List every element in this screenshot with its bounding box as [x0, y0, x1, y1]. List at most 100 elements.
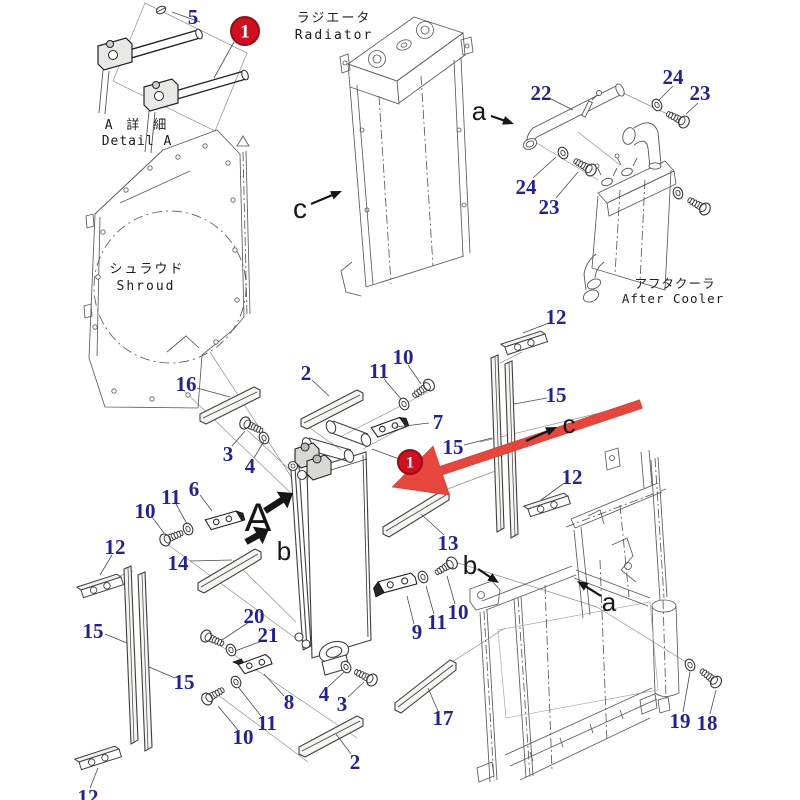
part-number-callout: 4 [245, 454, 256, 478]
part-number-callout: 15 [83, 619, 104, 643]
callout-leader [171, 11, 201, 23]
bolt-10 [199, 683, 228, 708]
view-letter: b [463, 550, 477, 580]
callout-leader [311, 379, 330, 397]
callout-leader [253, 440, 265, 459]
radiator-title-en: Radiator [295, 28, 374, 43]
washer-11 [396, 396, 412, 412]
washer [671, 185, 685, 201]
view-direction-arrow [244, 526, 269, 545]
part-1-badge [230, 16, 260, 46]
washer-11 [415, 569, 431, 585]
detail-a-view [97, 2, 249, 154]
aftercooler-view [522, 83, 713, 303]
mounting-frame-view [469, 447, 680, 783]
callout-leader [327, 671, 345, 688]
washer-21 [223, 642, 239, 658]
shroud-title-en: Shroud [117, 279, 176, 294]
bar-14 [197, 548, 262, 594]
callout-leader [682, 671, 691, 713]
callout-leader [446, 575, 456, 605]
part-number-callout: 10 [135, 499, 156, 523]
bolt-3 [351, 665, 380, 689]
part-1-badge-number: 1 [240, 21, 250, 42]
shroud-outline [88, 129, 245, 409]
callout-leader [532, 156, 557, 179]
view-letter: c [563, 409, 576, 439]
core-side-plates [290, 465, 312, 651]
bar-2-bottom [298, 715, 364, 758]
callout-leader [99, 554, 113, 576]
part-number-callout: 15 [174, 670, 195, 694]
part-number-callout: 24 [663, 65, 685, 89]
fan-opening [93, 210, 247, 364]
aftercooler-elbow-pipe [622, 122, 662, 170]
part-number-callout: 4 [319, 682, 330, 706]
aftercooler-title-jp: アフタクーラ [634, 276, 715, 291]
view-letter: b [277, 536, 291, 566]
radiator-view [339, 16, 474, 297]
view-direction-arrow [477, 568, 499, 583]
callout-leader [199, 494, 213, 512]
part-number-callout: 12 [105, 535, 126, 559]
callout-leader [196, 387, 231, 398]
callout-leader [234, 640, 263, 652]
washer-24 [555, 145, 571, 161]
part-number-callout: 11 [257, 711, 277, 735]
view-direction-arrow [525, 427, 557, 442]
washer-11 [228, 674, 244, 690]
plate-12 [523, 491, 571, 519]
core-clamp-blocks [294, 442, 332, 481]
bolt-23 [663, 107, 692, 131]
callout-leader [383, 378, 402, 400]
part-number-callout: 23 [690, 81, 711, 105]
view-letter: a [472, 96, 487, 126]
part-number-callout: 12 [562, 465, 583, 489]
callout-leader [685, 102, 699, 115]
callout-leader [406, 595, 415, 625]
aftercooler-body [591, 153, 677, 291]
view-direction-arrow [310, 191, 342, 205]
core-assembly [287, 420, 372, 676]
callout-leader [425, 585, 435, 615]
callout-leader [347, 681, 365, 698]
callout-leader [148, 666, 176, 679]
part-number-callout: 24 [516, 175, 538, 199]
part-number-callout: 7 [433, 410, 444, 434]
part-number-callout: 22 [531, 81, 552, 105]
part-number-callout: 10 [448, 600, 469, 624]
radiator-top-tank [347, 16, 464, 82]
bar-2-top [300, 389, 364, 430]
detail-a-bracket-2 [143, 69, 249, 154]
part-number-callout: 12 [546, 305, 567, 329]
part-number-callout: 9 [412, 620, 423, 644]
part-number-callout: 2 [301, 361, 312, 385]
view-direction-arrow [490, 115, 514, 125]
part-number-callout: 3 [223, 442, 234, 466]
part-number-callout: 11 [427, 610, 447, 634]
callout-leader [540, 483, 564, 501]
callout-leader [513, 397, 548, 405]
bar-16 [199, 386, 261, 425]
bolt [684, 193, 713, 218]
callout-leader [217, 705, 239, 731]
aftercooler-bottom-pipe [582, 253, 605, 303]
core-front-face [306, 451, 372, 659]
part-number-callout: 18 [697, 711, 718, 735]
part-number-callout: 15 [443, 435, 464, 459]
callout-leader [658, 85, 674, 101]
callout-leader [709, 689, 717, 715]
shroud-title-jp: シュラウド [109, 262, 184, 277]
detail-a-bracket-1 [97, 28, 203, 115]
radiator-cap [396, 39, 412, 51]
part-number-callout: 21 [258, 623, 279, 647]
reserve-tank [651, 599, 677, 613]
part-number-callout: 10 [393, 345, 414, 369]
part-number-callout: 23 [539, 195, 560, 219]
part-number-callout: 6 [189, 477, 200, 501]
part-1-badge [397, 449, 423, 475]
part-number-callout: 10 [233, 725, 254, 749]
part-number-callout: 11 [369, 359, 389, 383]
